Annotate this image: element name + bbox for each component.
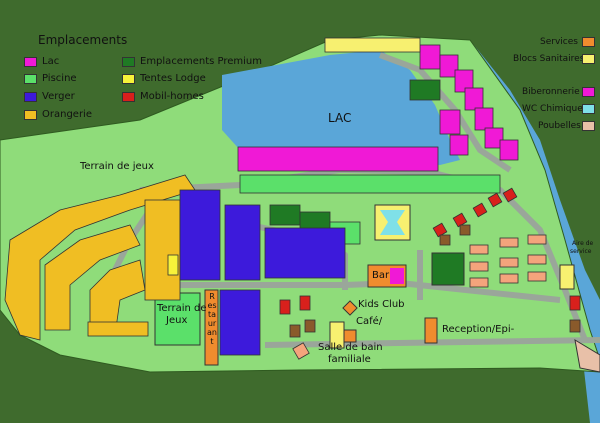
poubelles-swatch — [582, 121, 595, 131]
restaurant-label: Restaurant — [207, 292, 217, 346]
biberonnerie-swatch — [582, 87, 595, 97]
poubelles-label: Poubelles — [538, 121, 581, 131]
legend-label-lodge: Tentes Lodge — [140, 73, 206, 84]
terrain-label-1: Terrain de — [157, 303, 207, 314]
legend-swatch-verger — [24, 92, 37, 102]
restaurant-building — [204, 289, 219, 366]
cafe-label: Café/ — [356, 316, 383, 327]
reception-building — [424, 317, 438, 344]
services-label: Services — [540, 37, 578, 47]
kids-club-label: Kids Club — [358, 299, 405, 310]
salle-label-2: familiale — [328, 354, 371, 365]
legend-title: Emplacements — [38, 33, 128, 47]
lake — [222, 50, 460, 165]
biberonnerie-label: Biberonnerie — [522, 87, 580, 97]
reception-label: Reception/Epi- — [442, 324, 515, 335]
sanitaires-swatch — [582, 54, 595, 64]
terrain-field — [154, 292, 201, 346]
legend-swatch-lac — [24, 57, 37, 67]
sanitaires-label: Blocs Sanitaires — [513, 54, 585, 64]
legend-label-orangerie: Orangerie — [42, 109, 92, 120]
wc-chimique-swatch — [582, 104, 595, 114]
aire-label-2: service — [570, 248, 592, 255]
legend-label-verger: Verger — [42, 91, 75, 102]
salle-label-1: Salle de bain — [318, 342, 383, 353]
verger-pitches — [179, 189, 346, 356]
bar-label: Bar — [372, 270, 390, 281]
lake-label: LAC — [328, 111, 352, 125]
playground-label: Terrain de jeux — [80, 161, 154, 172]
terrain-label-2: Jeux — [166, 315, 188, 326]
legend-swatch-piscine — [24, 74, 37, 84]
legend-label-premium: Emplacements Premium — [140, 56, 263, 67]
legend-swatch-lodge — [122, 74, 135, 84]
legend-swatch-orangerie — [24, 110, 37, 120]
lac-pitches-top — [237, 44, 519, 172]
legend-label-lac: Lac — [42, 56, 60, 67]
river — [460, 40, 600, 423]
legend-label-mobilhomes: Mobil-homes — [140, 91, 204, 102]
legend-swatch-mobilhomes — [122, 92, 135, 102]
wc-chimique-label: WC Chimique — [522, 104, 583, 114]
legend-swatch-premium — [122, 57, 135, 67]
bar-inner — [390, 268, 404, 284]
aire-label-1: Aire de — [572, 240, 594, 247]
services-swatch — [582, 37, 595, 47]
pool-water — [380, 210, 405, 235]
legend-label-piscine: Piscine — [42, 73, 77, 84]
